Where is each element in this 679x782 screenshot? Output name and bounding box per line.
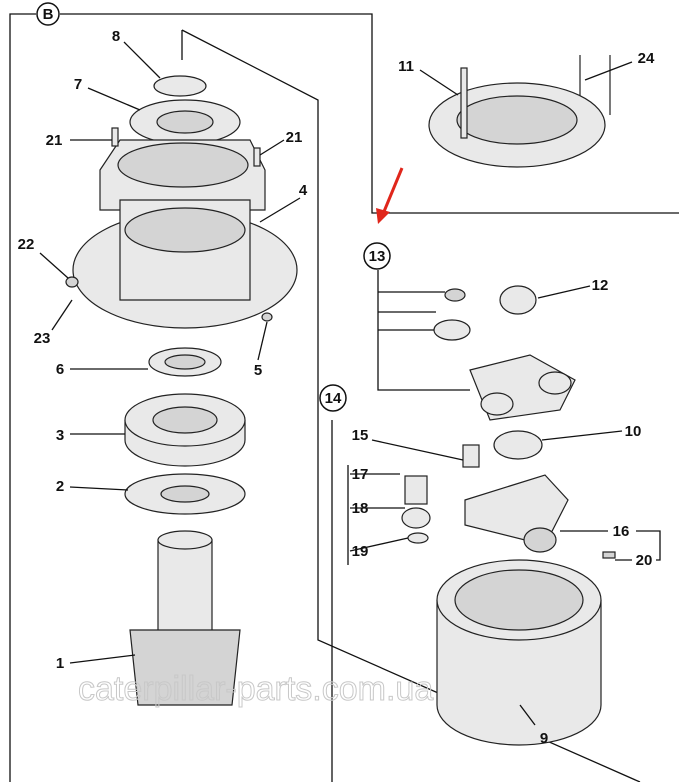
callout-9: 9	[540, 730, 548, 747]
group-marker-b: B	[36, 2, 60, 26]
planetary-carrier-14	[401, 430, 616, 746]
callouts: 8 7 21 21 4 22 23 6 5 3 2 1 11 24 12 15 …	[18, 28, 655, 747]
callout-4: 4	[299, 182, 308, 199]
pin	[444, 288, 466, 302]
snap-ring-8	[153, 75, 207, 97]
pin-21-left	[111, 127, 119, 147]
callout-21-right: 21	[286, 129, 303, 146]
gear-12	[499, 285, 537, 315]
callout-3: 3	[56, 427, 64, 444]
callout-6: 6	[56, 361, 64, 378]
pin-20	[602, 551, 616, 559]
callout-19: 19	[352, 543, 369, 560]
callout-22: 22	[18, 236, 35, 253]
callout-11: 11	[398, 58, 414, 75]
bolt-11	[460, 67, 468, 139]
ring-gear-9	[436, 600, 602, 746]
gear-10	[493, 430, 543, 460]
planetary-carrier-13	[433, 285, 576, 421]
callout-5: 5	[254, 362, 262, 379]
callout-8: 8	[112, 28, 120, 45]
swing-drive-left-assembly	[65, 75, 298, 706]
group-marker-14: 14	[319, 384, 347, 412]
top-flange-assembly	[428, 55, 611, 168]
callout-2: 2	[56, 478, 64, 495]
gear-17	[404, 475, 428, 505]
plug-22	[65, 276, 79, 288]
frame-lines	[9, 13, 679, 782]
pin-15	[462, 444, 480, 468]
watermark: caterpillar-parts.com.ua	[78, 670, 433, 708]
plug-5	[261, 312, 273, 322]
callout-12: 12	[592, 277, 609, 294]
callout-15: 15	[352, 427, 369, 444]
group-label-13: 13	[369, 248, 386, 265]
leader-lines	[39, 41, 661, 726]
ring-19	[407, 532, 429, 544]
pinion-shaft-1	[157, 539, 213, 641]
callout-10: 10	[625, 423, 642, 440]
red-arrow-indicator	[376, 167, 404, 224]
callout-16: 16	[613, 523, 630, 540]
gear-18	[401, 507, 431, 529]
group-marker-13: 13	[363, 242, 391, 270]
group-label-b: B	[43, 6, 54, 23]
callout-1: 1	[56, 655, 64, 672]
callout-24: 24	[638, 50, 655, 67]
callout-21-left: 21	[46, 132, 63, 149]
carrier-16	[464, 474, 569, 546]
callout-20: 20	[636, 552, 653, 569]
callout-7: 7	[74, 76, 82, 93]
callout-23: 23	[34, 330, 51, 347]
callout-18: 18	[352, 500, 369, 517]
callout-17: 17	[352, 466, 369, 483]
group-label-14: 14	[325, 390, 342, 407]
pin-21-right	[253, 147, 261, 167]
